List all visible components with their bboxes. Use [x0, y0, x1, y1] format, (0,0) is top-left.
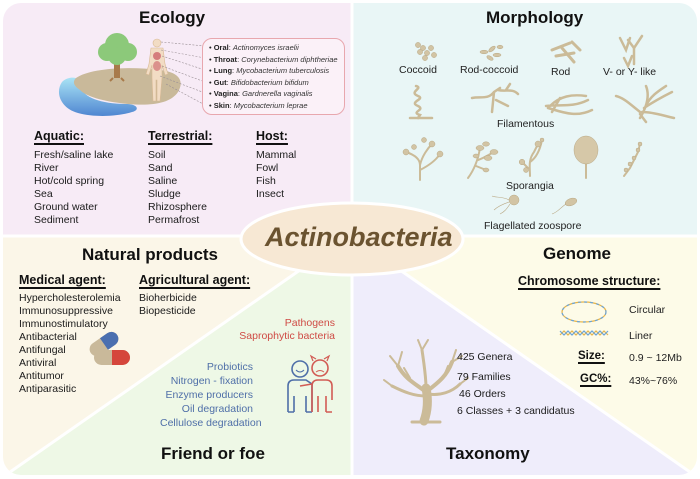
- terrestrial-item: Soil: [148, 149, 166, 161]
- filamentous-icons: [408, 82, 676, 124]
- v-y-like-label: V- or Y- like: [603, 66, 657, 78]
- friend-item: Oil degradation: [181, 403, 253, 415]
- friend-list: Probiotics Nitrogen - fixation Enzyme pr…: [160, 360, 262, 430]
- foe-item: Saprophytic bacteria: [239, 330, 335, 342]
- medical-agent-item: Antitumor: [19, 370, 64, 382]
- gc-label: GC%:: [580, 373, 612, 385]
- host-site-item: • Lung: Mycobacterium tuberculosis: [209, 66, 330, 75]
- linear-label: Liner: [629, 330, 653, 342]
- agricultural-agent-column: Agricultural agent: Bioherbicide Biopest…: [139, 273, 250, 318]
- taxonomy-item: 79 Families: [457, 371, 511, 383]
- medical-agent-item: Antiparasitic: [19, 383, 77, 395]
- center-ellipse: [239, 201, 465, 277]
- taxonomy-item: 6 Classes + 3 candidatus: [457, 405, 575, 417]
- host-item: Insect: [256, 188, 285, 200]
- coccoid-icon: [415, 42, 437, 61]
- zoospore-label: Flagellated zoospore: [484, 220, 582, 232]
- terrestrial-item: Sludge: [148, 188, 181, 200]
- host-site-item: • Throat: Corynebacterium diphtheriae: [209, 54, 338, 64]
- medical-agent-item: Hypercholesterolemia: [19, 292, 121, 304]
- filamentous-label: Filamentous: [497, 118, 555, 130]
- medical-agent-heading: Medical agent:: [19, 273, 106, 287]
- genome-title: Genome: [543, 244, 612, 263]
- agricultural-agent-heading: Agricultural agent:: [139, 273, 251, 287]
- medical-agent-column: Medical agent: Hypercholesterolemia Immu…: [19, 273, 121, 396]
- ecology-title: Ecology: [139, 8, 206, 27]
- pill-icon: [89, 331, 130, 365]
- terrestrial-heading: Terrestrial:: [148, 129, 213, 143]
- circular-label: Circular: [629, 304, 666, 316]
- friend-item: Cellulose degradation: [160, 417, 262, 429]
- host-item: Fish: [256, 175, 276, 187]
- human-body-icon: [145, 38, 169, 102]
- aquatic-item: Fresh/saline lake: [34, 149, 114, 161]
- agricultural-agent-item: Bioherbicide: [139, 292, 197, 304]
- host-item: Mammal: [256, 149, 297, 161]
- aquatic-item: Hot/cold spring: [34, 175, 105, 187]
- friend-or-foe-panel: [3, 270, 352, 475]
- host-sites-box: • Oral: Actinomyces israelii • Throat: C…: [202, 38, 345, 115]
- host-column: Host: Mammal Fowl Fish Insect: [256, 129, 296, 201]
- terrestrial-item: Saline: [148, 175, 178, 187]
- morphology-title: Morphology: [486, 8, 584, 27]
- morphology-illustrations: [402, 34, 676, 215]
- foe-list: Pathogens Saprophytic bacteria: [220, 317, 335, 343]
- host-site-item: • Vagina: Gardnerella vaginalis: [209, 89, 313, 98]
- medical-agent-item: Antibacterial: [19, 331, 77, 343]
- ecology-illustration: [58, 33, 206, 116]
- aquatic-item: River: [34, 162, 59, 174]
- rod-icon: [550, 40, 582, 64]
- chromosome-structure-heading: Chromosome structure:: [518, 274, 661, 288]
- size-value: 0.9 ~ 12Mb: [629, 352, 682, 364]
- coccoid-label: Coccoid: [399, 64, 437, 76]
- tree-icon: [383, 339, 469, 426]
- v-y-like-icon: [618, 34, 644, 70]
- aquatic-item: Sea: [34, 188, 53, 200]
- dna-helix-icons: [559, 301, 609, 336]
- foe-item: Pathogens: [284, 317, 335, 329]
- terrestrial-item: Rhizosphere: [148, 201, 207, 213]
- terrestrial-column: Terrestrial: Soil Sand Saline Sludge Rhi…: [148, 129, 212, 227]
- gc-value: 43%~76%: [629, 375, 678, 387]
- agricultural-agent-item: Biopesticide: [139, 305, 196, 317]
- aquatic-item: Ground water: [34, 201, 98, 213]
- spore-clusters: [402, 135, 643, 173]
- aquatic-heading: Aquatic:: [34, 129, 84, 143]
- host-site-item: • Oral: Actinomyces israelii: [209, 43, 299, 52]
- medical-agent-item: Antiviral: [19, 357, 57, 369]
- host-item: Fowl: [256, 162, 279, 174]
- rod-coccoid-label: Rod-coccoid: [460, 64, 519, 76]
- friend-item: Probiotics: [206, 361, 253, 373]
- terrestrial-item: Sand: [148, 162, 173, 174]
- friend-or-foe-title: Friend or foe: [161, 444, 265, 463]
- friend-foe-figures-icon: [287, 354, 333, 413]
- friend-item: Nitrogen - fixation: [170, 375, 253, 387]
- friend-item: Enzyme producers: [165, 389, 253, 401]
- size-label: Size:: [578, 350, 605, 362]
- taxonomy-panel: [352, 270, 697, 475]
- taxonomy-list: 425 Genera 79 Families 46 Orders 6 Class…: [457, 349, 575, 420]
- taxonomy-item: 425 Genera: [457, 351, 513, 363]
- medical-agent-item: Immunosuppressive: [19, 305, 113, 317]
- aquatic-item: Sediment: [34, 214, 79, 226]
- natural-products-title: Natural products: [82, 245, 219, 264]
- taxonomy-item: 46 Orders: [459, 388, 506, 400]
- host-site-item: • Gut: Bifidobacterium bifidum: [209, 77, 309, 87]
- medical-agent-item: Antifungal: [19, 344, 66, 356]
- rod-coccoid-icon: [479, 44, 504, 61]
- aquatic-column: Aquatic: Fresh/saline lake River Hot/col…: [34, 129, 113, 227]
- medical-agent-item: Immunostimulatory: [19, 318, 108, 330]
- rod-label: Rod: [551, 66, 571, 78]
- center-title: Actinobacteria: [265, 222, 453, 252]
- sporangia-label: Sporangia: [506, 180, 554, 192]
- host-site-item: • Skin: Mycobacterium leprae: [209, 100, 308, 110]
- terrestrial-item: Permafrost: [148, 214, 200, 226]
- zoospore-icons: [508, 194, 578, 207]
- taxonomy-title: Taxonomy: [446, 444, 530, 463]
- host-heading: Host:: [256, 129, 288, 143]
